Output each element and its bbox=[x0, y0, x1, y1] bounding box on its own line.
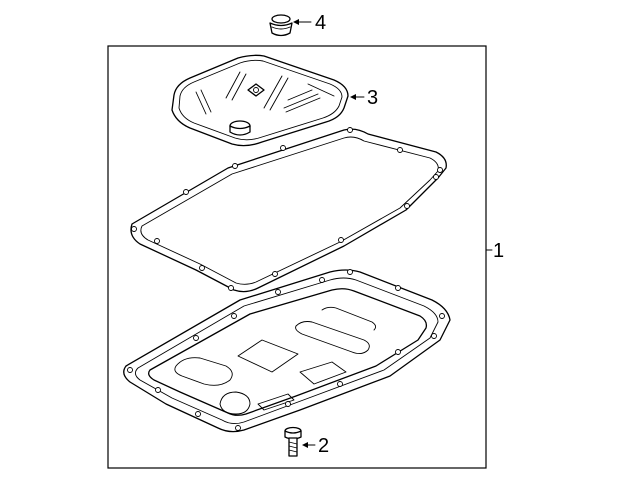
callout-3: 3 bbox=[350, 87, 378, 109]
callout-4: 4 bbox=[293, 12, 326, 34]
callout-2: 2 bbox=[302, 435, 329, 457]
part-cap bbox=[269, 14, 293, 37]
callout-4-label: 4 bbox=[315, 12, 326, 34]
part-filter bbox=[171, 54, 349, 147]
callout-1: 1 bbox=[485, 240, 504, 262]
part-bolt bbox=[284, 426, 302, 457]
pan-bolt-holes bbox=[127, 269, 445, 431]
callout-2-label: 2 bbox=[318, 435, 329, 457]
part-oil-pan bbox=[123, 269, 451, 433]
part-gasket bbox=[130, 127, 447, 293]
gasket-bolt-holes bbox=[131, 127, 443, 291]
assembly-frame bbox=[107, 45, 487, 469]
callout-3-label: 3 bbox=[367, 87, 378, 109]
callout-1-label: 1 bbox=[493, 240, 504, 262]
